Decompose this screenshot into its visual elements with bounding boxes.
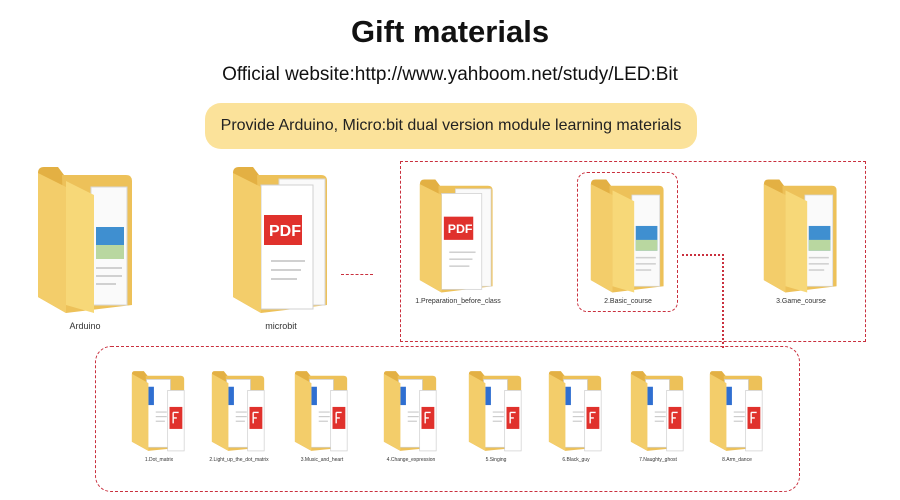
lesson-folder[interactable] [548, 370, 603, 453]
folder-pdf-icon [226, 165, 336, 315]
folder-preparation-label: 1.Preparation_before_class [415, 298, 501, 305]
lesson-folder-label: 8.Arm_dance [722, 457, 752, 463]
microbit-connector [341, 274, 373, 275]
folder-arduino-label: Arduino [69, 321, 101, 331]
folder-microbit-label: microbit [265, 321, 297, 331]
folder-image-icon [585, 178, 671, 294]
lesson-folder[interactable] [131, 370, 186, 453]
folder-image-icon [32, 165, 140, 315]
basic-course-connector-h [682, 254, 724, 256]
folder-basic-course[interactable] [585, 178, 671, 294]
folder-preparation[interactable] [414, 178, 500, 294]
lesson-folder[interactable] [709, 370, 764, 453]
folder-doc-icon [468, 370, 523, 453]
lesson-folder-label: 1.Dot_matrix [144, 457, 174, 463]
lesson-folder-label: 7.Naughty_ghost [639, 457, 677, 463]
folder-doc-icon [131, 370, 186, 453]
folder-arduino[interactable] [32, 165, 140, 315]
folder-doc-icon [709, 370, 764, 453]
lesson-folder-label: 3.Music_and_heart [300, 457, 344, 463]
lesson-folder-label: 6.Black_guy [562, 457, 590, 463]
folder-doc-icon [211, 370, 266, 453]
folder-basic-course-label: 2.Basic_course [604, 298, 652, 305]
folder-doc-icon [294, 370, 349, 453]
materials-banner: Provide Arduino, Micro:bit dual version … [205, 103, 697, 149]
folder-pdf-icon [414, 178, 500, 294]
website-subtitle: Official website:http://www.yahboom.net/… [222, 64, 678, 85]
basic-course-highlight [577, 172, 678, 312]
lesson-folder-label: 4.Change_expression [386, 457, 436, 463]
folder-game-course[interactable] [758, 178, 844, 294]
folder-microbit[interactable] [226, 165, 336, 315]
folder-game-course-label: 3.Game_course [776, 298, 826, 305]
lesson-folder[interactable] [630, 370, 685, 453]
folder-doc-icon [630, 370, 685, 453]
page-title: Gift materials [350, 14, 550, 49]
lesson-folder-label: 5.Singing [485, 457, 507, 463]
folder-doc-icon [548, 370, 603, 453]
folder-doc-icon [383, 370, 438, 453]
lesson-folder[interactable] [383, 370, 438, 453]
lesson-folder[interactable] [211, 370, 266, 453]
lesson-folder[interactable] [294, 370, 349, 453]
microbit-contents-box [400, 161, 866, 342]
basic-course-contents-box [95, 346, 800, 492]
lesson-folder-label: 2.Light_up_the_dot_matrix [209, 457, 269, 463]
basic-course-connector-v [722, 254, 724, 348]
folder-image-icon [758, 178, 844, 294]
lesson-folder[interactable] [468, 370, 523, 453]
